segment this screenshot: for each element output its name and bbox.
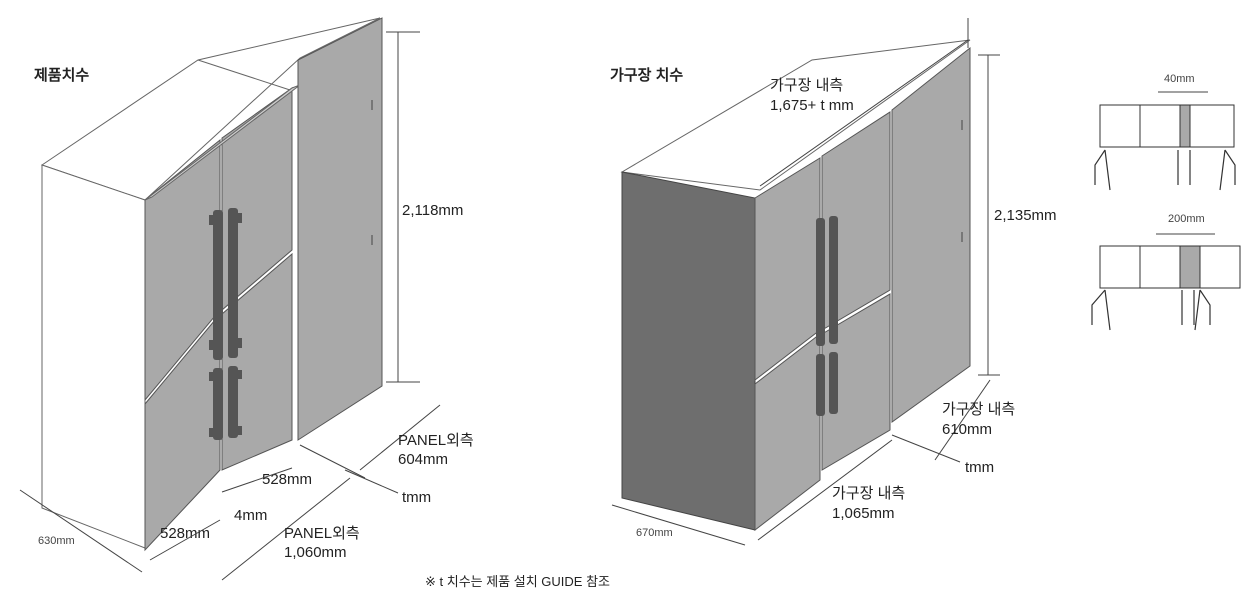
gap-schematic-bottom: 200mm	[1091, 213, 1241, 331]
gap-schematic-top: 40mm	[1094, 73, 1236, 191]
cabinet-side-panel	[621, 171, 756, 531]
inner-width-value: 1,065mm	[832, 505, 895, 522]
door-width-upper-label: 528mm	[262, 471, 312, 488]
panel-depth-value: 604mm	[398, 451, 448, 468]
cabinet-dimensions-group: 가구장 치수 가구장 내측 1,675+ t mm 2,1	[610, 18, 1057, 546]
cabinet-depth-label: 670mm	[636, 527, 673, 539]
product-top-divider	[197, 59, 291, 91]
right-tmm-label: tmm	[965, 459, 994, 476]
product-side-outline	[41, 164, 146, 549]
panel-width-value: 1,060mm	[284, 544, 347, 561]
handle-lower-pair	[209, 366, 242, 440]
door-gap-label: 4mm	[234, 507, 267, 524]
door-width-lower-label: 528mm	[160, 525, 210, 542]
inner-depth-value: 610mm	[942, 421, 992, 438]
cabinet-single-door	[891, 46, 971, 423]
cabinet-handle-upper-pair	[816, 216, 838, 346]
cabinet-handle-lower-pair	[816, 352, 838, 416]
footnote: ※ t 치수는 제품 설치 GUIDE 참조	[425, 574, 610, 589]
product-depth-label: 630mm	[38, 535, 75, 547]
left-tmm-label: tmm	[402, 489, 431, 506]
panel-depth-dimension-line	[359, 404, 441, 471]
handle-upper-pair	[209, 208, 242, 360]
inner-width-top-value: 1,675+ t mm	[770, 97, 854, 114]
product-depth-dimension-line	[19, 489, 143, 573]
panel-width-label: PANEL외측	[284, 525, 360, 542]
french-door-left-lower	[144, 312, 221, 552]
single-door-panel	[297, 17, 383, 441]
cabinet-dimensions-title: 가구장 치수	[610, 66, 683, 84]
inner-width-top-label: 가구장 내측	[770, 77, 843, 94]
panel-width-dimension-line	[221, 477, 351, 581]
inner-depth-label: 가구장 내측	[942, 401, 1015, 418]
inner-width-dimension-line	[757, 439, 893, 541]
cabinet-door-right-lower	[821, 293, 891, 471]
product-dimensions-group: 제품치수 2,118mm	[19, 17, 474, 581]
cabinet-height-label: 2,135mm	[994, 207, 1057, 224]
gap-bottom-label: 200mm	[1168, 213, 1205, 225]
cabinet-depth-dimension-line	[611, 504, 746, 546]
cabinet-top-face	[620, 39, 971, 191]
gap-top-label: 40mm	[1164, 73, 1195, 85]
panel-depth-label: PANEL외측	[398, 432, 474, 449]
inner-width-top-dimension-line	[759, 39, 969, 187]
product-dimensions-title: 제품치수	[34, 67, 89, 84]
inner-width-label: 가구장 내측	[832, 485, 905, 502]
product-height-label: 2,118mm	[402, 202, 463, 219]
cabinet-door-left-lower	[754, 332, 821, 532]
